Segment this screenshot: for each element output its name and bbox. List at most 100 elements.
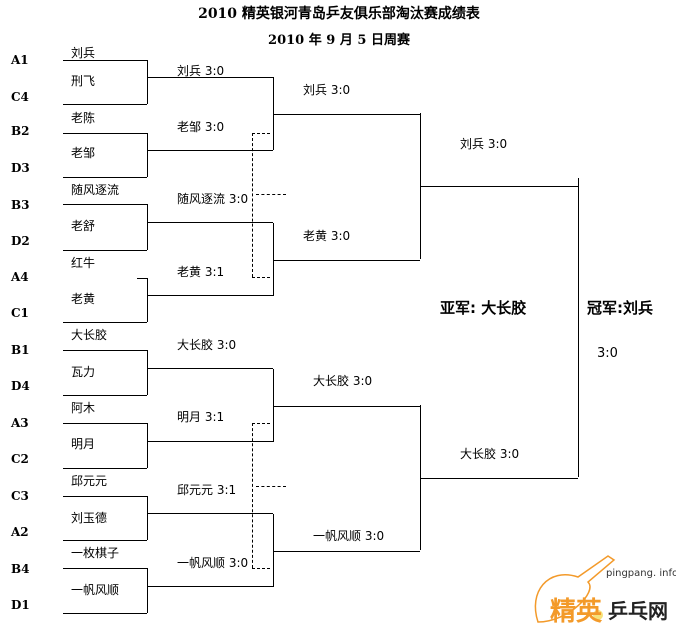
round1-result: 一帆风顺 3:0 [177,556,249,570]
player-name: 刘玉德 [71,511,108,525]
ping-pong-paddle-icon: pingpang. info 精英 乒乓网 [534,555,678,627]
bracket-line [273,514,274,587]
bracket-line [578,178,579,477]
bracket-line [420,405,421,550]
bracket-line [63,568,147,569]
seed-label: C2 [11,452,29,466]
seed-label: A2 [11,525,29,539]
round1-result: 老邹 3:0 [177,120,225,134]
page-subtitle: 2010 年 9 月 5 日周赛 [268,33,410,48]
dashed-line [252,423,270,424]
seed-label: D4 [11,379,30,393]
bracket-line [420,478,578,479]
player-name: 明月 [71,437,96,451]
player-name: 阿木 [71,401,96,415]
bracket-line [147,368,273,369]
bracket-line [63,204,147,205]
seed-label: D1 [11,598,30,612]
player-name: 老邹 [71,146,96,160]
round1-result: 邱元元 3:1 [177,483,237,497]
player-name: 瓦力 [71,365,96,379]
bracket-line [147,423,148,468]
player-name: 一帆风顺 [71,583,120,597]
svg-text:pingpang. info: pingpang. info [606,568,676,579]
seed-label: B3 [11,198,30,212]
seed-label: C1 [11,306,29,320]
player-name: 刘兵 [71,46,96,60]
champion-label: 冠军:刘兵 [587,299,653,317]
final-score: 3:0 [597,346,618,361]
bracket-line [63,133,147,134]
seed-label: A1 [11,53,29,67]
bracket-line [420,186,578,187]
dashed-line [252,133,253,277]
round1-result: 随风逐流 3:0 [177,192,249,206]
dashed-line [256,486,286,487]
player-name: 老舒 [71,219,96,233]
round2-result: 一帆风顺 3:0 [313,529,385,543]
round1-result: 大长胶 3:0 [177,338,237,352]
bracket-line [63,104,147,105]
dashed-line [252,133,270,134]
bracket-line [147,350,148,395]
round2-result: 老黄 3:0 [303,229,351,243]
player-name: 老黄 [71,292,96,306]
site-logo: pingpang. info 精英 乒乓网 [528,552,678,627]
player-name: 一枚棋子 [71,546,120,560]
bracket-line [147,77,273,78]
bracket-line [147,278,148,322]
seed-label: C4 [11,90,29,104]
bracket-line [147,496,148,540]
bracket-line [63,496,147,497]
bracket-line [63,395,147,396]
bracket-line [273,260,420,261]
dashed-line [252,423,253,568]
bracket-line [63,177,147,178]
seed-label: A3 [11,416,29,430]
svg-text:乒乓网: 乒乓网 [608,599,668,623]
bracket-line [147,568,148,613]
round1-result: 刘兵 3:0 [177,64,225,78]
bracket-line [63,423,147,424]
page-title: 2010 精英银河青岛乒友俱乐部淘汰赛成绩表 [198,6,480,22]
seed-label: B2 [11,124,30,138]
round2-result: 大长胶 3:0 [313,374,373,388]
bracket-line [147,133,148,177]
bracket-line [63,468,147,469]
seed-label: A4 [11,270,29,284]
round3-result: 刘兵 3:0 [460,137,508,151]
player-name: 邱元元 [71,474,108,488]
bracket-line [147,204,148,250]
dashed-line [252,277,270,278]
dashed-line [252,568,270,569]
svg-text:精英: 精英 [550,597,603,626]
bracket-line [63,60,147,61]
bracket-line [63,613,147,614]
bracket-line [273,406,420,407]
round2-result: 刘兵 3:0 [303,83,351,97]
player-name: 红牛 [71,256,96,270]
bracket-line [63,322,147,323]
bracket-line [273,551,420,552]
dashed-line [256,194,286,195]
player-name: 大长胶 [71,328,108,342]
bracket-line [273,369,274,442]
bracket-line [147,441,273,442]
round1-result: 明月 3:1 [177,410,225,424]
bracket-line [273,77,274,150]
player-name: 随风逐流 [71,183,120,197]
bracket-line [63,540,147,541]
round1-result: 老黄 3:1 [177,265,225,279]
bracket-line [147,222,273,223]
bracket-line [63,350,147,351]
seed-label: C3 [11,489,29,503]
round3-result: 大长胶 3:0 [460,447,520,461]
player-name: 刑飞 [71,74,96,88]
bracket-line [147,513,273,514]
bracket-line [147,60,148,104]
bracket-line [63,250,147,251]
seed-label: B4 [11,562,30,576]
bracket-line [137,278,147,279]
bracket-line [273,223,274,296]
